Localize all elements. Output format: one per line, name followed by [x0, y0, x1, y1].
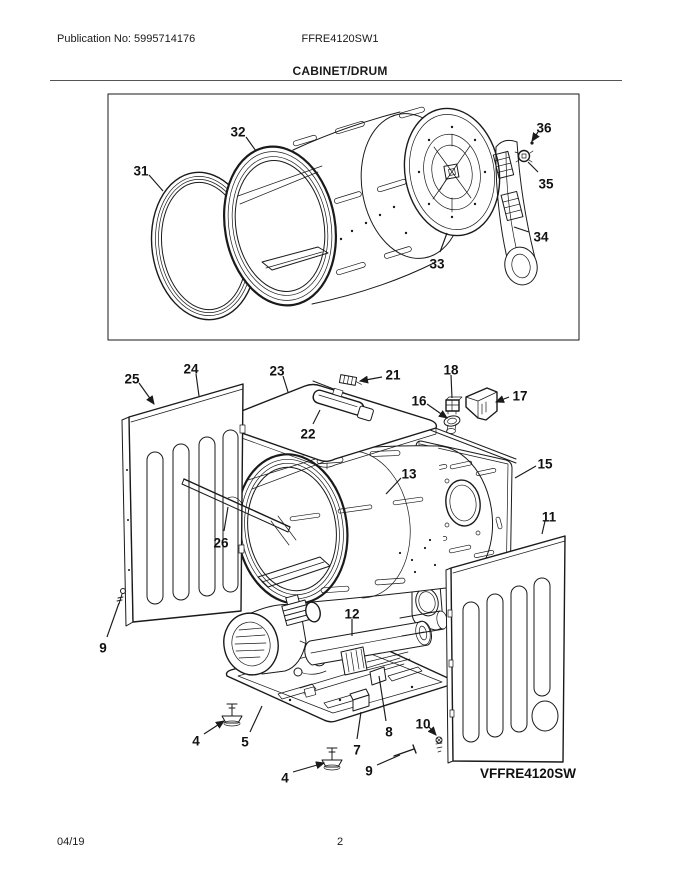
callout-leader-16: [426, 403, 448, 419]
main-diagram: [116, 374, 566, 771]
rear-drum-face: [403, 107, 501, 237]
leveling-foot: [221, 703, 243, 727]
callout-label-5: 5: [241, 735, 249, 750]
callout-leader-26: [223, 506, 229, 532]
cover-bracket: [465, 387, 498, 421]
screw-9-left: [116, 588, 126, 605]
callout-label-10: 10: [415, 717, 430, 732]
callout-leader-31: [148, 174, 164, 192]
callout-label-4: 4: [281, 771, 289, 786]
bolt-9-bottom: [393, 744, 417, 757]
callout-label-13: 13: [401, 467, 417, 482]
callout-label-23: 23: [269, 364, 285, 379]
callout-leader-36: [531, 131, 540, 142]
diagram-frame: [107, 93, 580, 341]
callout-leader-21: [358, 375, 383, 384]
callout-label-4: 4: [192, 734, 200, 749]
callout-label-16: 16: [411, 394, 427, 409]
screw-10: [435, 736, 443, 753]
callout-leader-9: [376, 754, 401, 766]
screws: [116, 588, 443, 757]
leveling-foot: [321, 747, 343, 771]
callout-leader-15: [514, 465, 537, 479]
callout-label-31: 31: [133, 164, 149, 179]
header-divider: [50, 80, 622, 81]
section-title: CABINET/DRUM: [292, 64, 388, 78]
callout-label-18: 18: [443, 363, 459, 378]
callout-leader-8: [378, 675, 387, 722]
callout-leader-11: [541, 520, 546, 535]
callout-label-11: 11: [542, 510, 557, 525]
top-box-callouts: 31 32 33 34 35 36: [133, 121, 554, 272]
callout-label-32: 32: [230, 125, 245, 140]
callout-label-9: 9: [365, 764, 373, 779]
callout-leader-18: [450, 374, 453, 399]
callout-leader-25: [138, 382, 155, 405]
callout-leader-4: [292, 761, 326, 773]
footer-date: 04/19: [57, 836, 85, 848]
callout-label-25: 25: [124, 372, 140, 387]
clip-part: [338, 374, 362, 386]
callout-leader-23: [282, 375, 289, 393]
terminal-block: [445, 396, 463, 415]
callout-label-33: 33: [429, 257, 445, 272]
callout-leader-4: [203, 720, 225, 735]
callout-label-36: 36: [536, 121, 552, 136]
callout-label-22: 22: [300, 427, 315, 442]
callout-leader-10: [427, 726, 437, 736]
callout-leader-22: [312, 409, 321, 425]
callout-leader-24: [195, 373, 200, 397]
right-side-panel: [445, 535, 566, 764]
figure-model-label: VFFRE4120SW: [480, 766, 576, 781]
bracket-7: [349, 688, 370, 712]
callout-leader-7: [356, 711, 362, 740]
left-side-panel: [121, 383, 246, 627]
screw-36: [530, 141, 534, 145]
main-callouts: 25 24 23 21 18 16 17 22 15 13 11 26 9 12 4 5 7 8 10 4 9: [99, 362, 556, 786]
bearing-kit: [514, 141, 534, 163]
callout-leader-5: [249, 705, 263, 733]
callout-label-15: 15: [537, 457, 553, 472]
footer-page-number: 2: [336, 836, 344, 848]
heater-duct: [304, 610, 448, 676]
callout-leader-13: [385, 477, 402, 495]
callout-label-17: 17: [512, 389, 527, 404]
callout-label-9: 9: [99, 641, 107, 656]
publication-number: Publication No: 5995714176: [57, 33, 196, 45]
callout-label-24: 24: [183, 362, 199, 377]
top-panel-bracket: [312, 387, 374, 422]
callout-leader-34: [513, 226, 530, 233]
callout-label-26: 26: [213, 536, 229, 551]
grommet: [443, 415, 461, 434]
callout-label-7: 7: [353, 743, 361, 758]
callout-leader-17: [494, 395, 510, 403]
model-number: FFRE4120SW1: [301, 33, 379, 45]
callout-label-35: 35: [538, 177, 554, 192]
front-seal-rail: [181, 478, 297, 546]
top-diagram-box: [107, 93, 580, 341]
bearing-arm: [492, 139, 538, 286]
callout-leader-32: [245, 136, 257, 152]
callout-label-21: 21: [385, 368, 401, 383]
callout-leader-9: [106, 602, 120, 638]
callout-label-8: 8: [385, 725, 393, 740]
callout-leader-33: [439, 232, 448, 253]
bracket-8: [369, 666, 387, 686]
callout-leader-35: [527, 161, 539, 173]
callout-label-12: 12: [344, 607, 359, 622]
callout-label-34: 34: [533, 230, 549, 245]
